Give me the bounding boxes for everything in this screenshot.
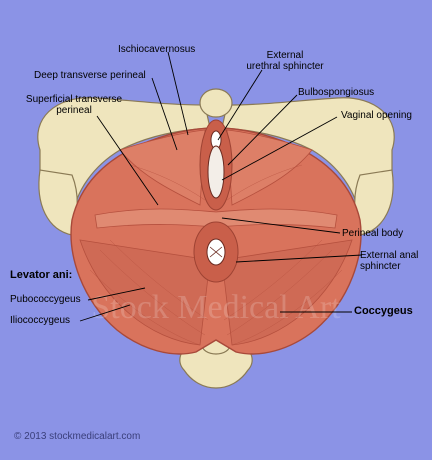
copyright-notice: © 2013 stockmedicalart.com	[14, 431, 141, 442]
label-external-urethral-sphincter: External urethral sphincter	[246, 50, 324, 72]
label-superficial-transverse-perineal: Superficial transverse perineal	[25, 94, 123, 116]
body-openings	[206, 130, 226, 266]
vaginal-opening-shape	[207, 145, 225, 199]
label-vaginal-opening: Vaginal opening	[341, 110, 412, 121]
label-perineal-body: Perineal body	[342, 228, 404, 239]
watermark: Stock Medical Art	[91, 289, 341, 326]
label-ischiocavernosus: Ischiocavernosus	[118, 44, 196, 55]
label-pubococcygeus: Pubococcygeus	[10, 294, 81, 305]
label-bulbospongiosus: Bulbospongiosus	[298, 87, 375, 98]
label-levator-ani: Levator ani:	[10, 269, 73, 281]
label-external-anal-sphincter: External anal sphincter	[360, 250, 419, 272]
label-coccygeus: Coccygeus	[354, 305, 413, 317]
leader-lines	[79, 51, 363, 322]
label-deep-transverse-perineal: Deep transverse perineal	[34, 70, 146, 81]
label-iliococcygeus: Iliococcygeus	[10, 315, 71, 326]
